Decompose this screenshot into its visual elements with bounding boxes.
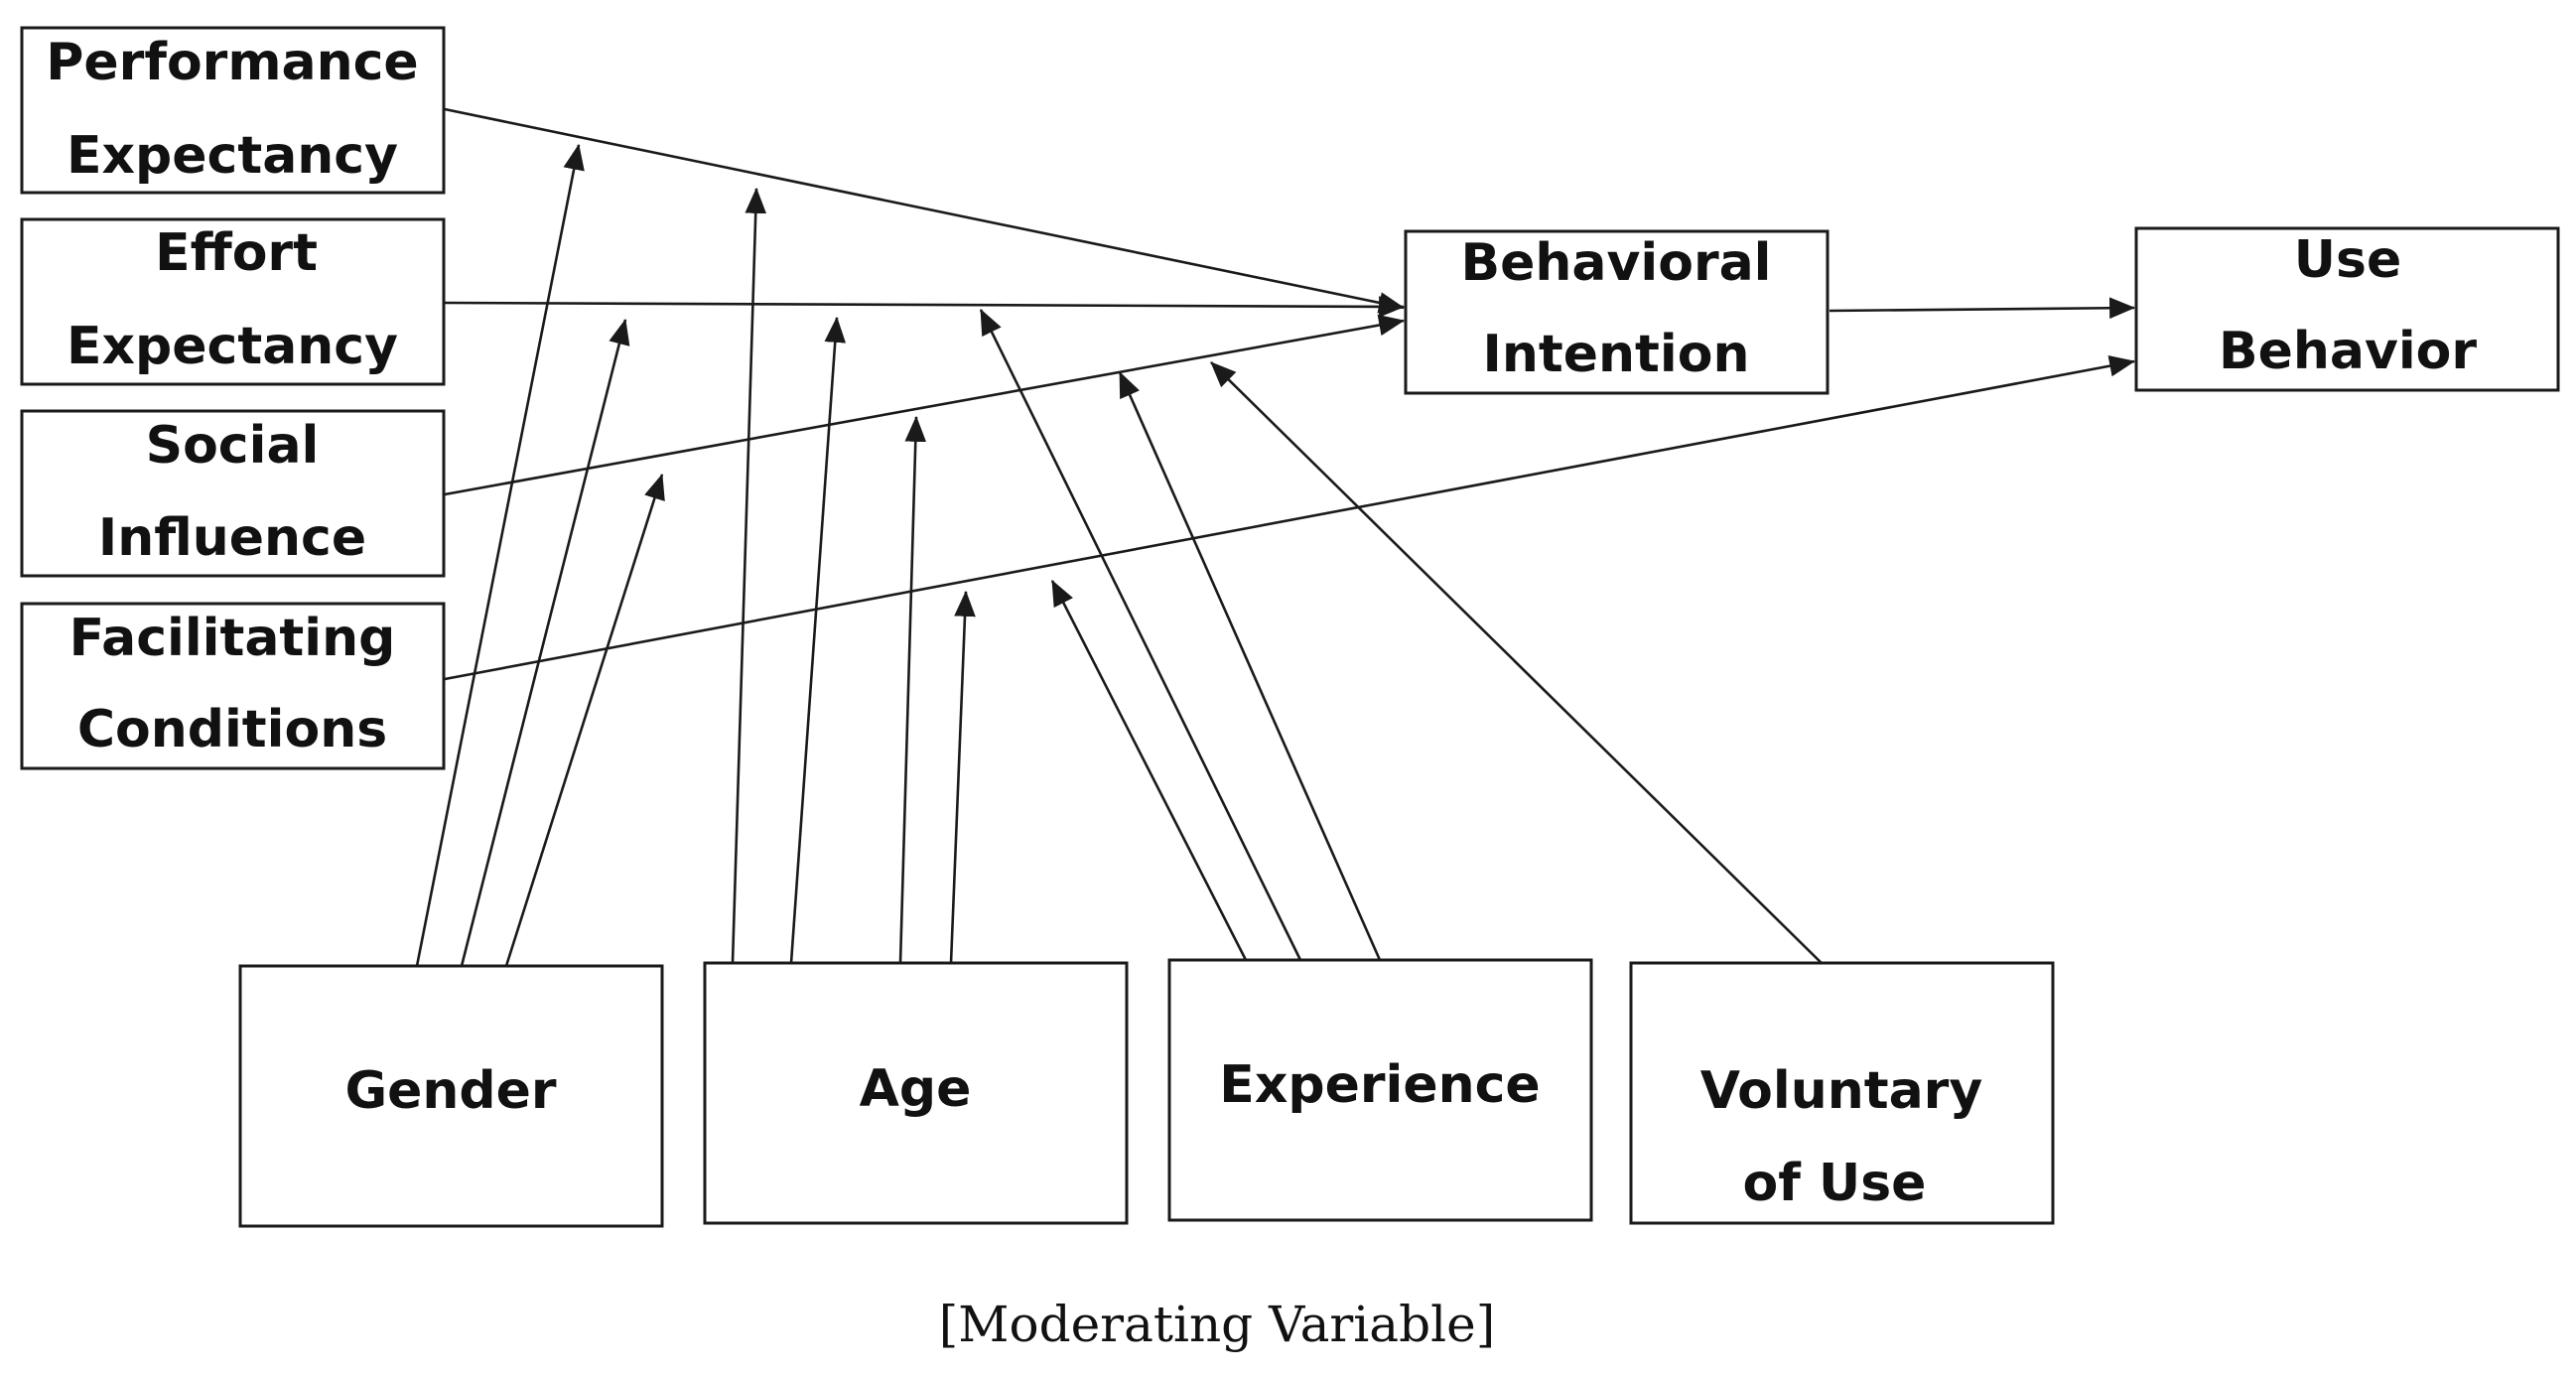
connection-lines: [415, 107, 2136, 972]
box-behavioral-intention: Behavioral Intention: [1404, 229, 1830, 395]
moderator-age-social: [898, 415, 927, 964]
moderator-voluntariness-social: [1210, 361, 1830, 972]
facilitating-conditions-line1: Facilitating: [69, 609, 396, 668]
box-performance-expectancy: Performance Expectancy: [20, 26, 446, 195]
social-influence-line2: Influence: [98, 508, 366, 568]
moderator-gender-effort: [460, 318, 630, 967]
path-effort-to-intention: [444, 296, 1406, 318]
moderator-gender-performance: [415, 143, 585, 967]
box-effort-expectancy: Effort Expectancy: [20, 217, 446, 386]
box-age: Age: [703, 961, 1129, 1225]
performance-expectancy-line2: Expectancy: [67, 126, 398, 186]
path-intention-to-use: [1829, 297, 2136, 320]
effort-expectancy-line2: Expectancy: [67, 317, 398, 376]
experience-label: Experience: [1219, 1055, 1540, 1115]
use-behavior-line2: Behavior: [2219, 322, 2477, 381]
moderator-age-performance: [731, 187, 767, 964]
gender-label: Gender: [344, 1061, 556, 1121]
social-influence-line1: Social: [146, 416, 320, 476]
box-social-influence: Social Influence: [20, 409, 446, 578]
moderator-age-facilitating: [949, 590, 976, 964]
path-facilitating-to-use: [444, 354, 2136, 681]
path-performance-to-intention: [444, 107, 1406, 314]
voluntariness-line2: of Use: [1743, 1154, 1927, 1213]
facilitating-conditions-line2: Conditions: [77, 700, 387, 759]
moderator-experience-facilitating: [1050, 580, 1248, 961]
box-voluntariness: Voluntary of Use: [1629, 961, 2055, 1225]
behavioral-intention-line2: Intention: [1483, 325, 1750, 384]
behavioral-intention-line1: Behavioral: [1460, 233, 1771, 293]
use-behavior-line1: Use: [2294, 230, 2401, 290]
performance-expectancy-line1: Performance: [46, 33, 418, 92]
voluntariness-line1: Voluntary: [1700, 1061, 1982, 1121]
moderator-age-effort: [789, 316, 847, 964]
box-facilitating-conditions: Facilitating Conditions: [20, 602, 446, 770]
box-experience: Experience: [1167, 958, 1593, 1222]
moderating-variable-caption: [Moderating Variable]: [939, 1296, 1495, 1353]
box-use-behavior: Use Behavior: [2134, 226, 2560, 392]
effort-expectancy-line1: Effort: [155, 223, 318, 283]
box-gender: Gender: [238, 964, 664, 1228]
moderator-experience-social: [1118, 371, 1382, 961]
moderator-experience-effort: [979, 309, 1302, 961]
path-social-to-intention: [444, 314, 1406, 496]
moderator-gender-social: [504, 473, 665, 967]
age-label: Age: [860, 1059, 972, 1119]
